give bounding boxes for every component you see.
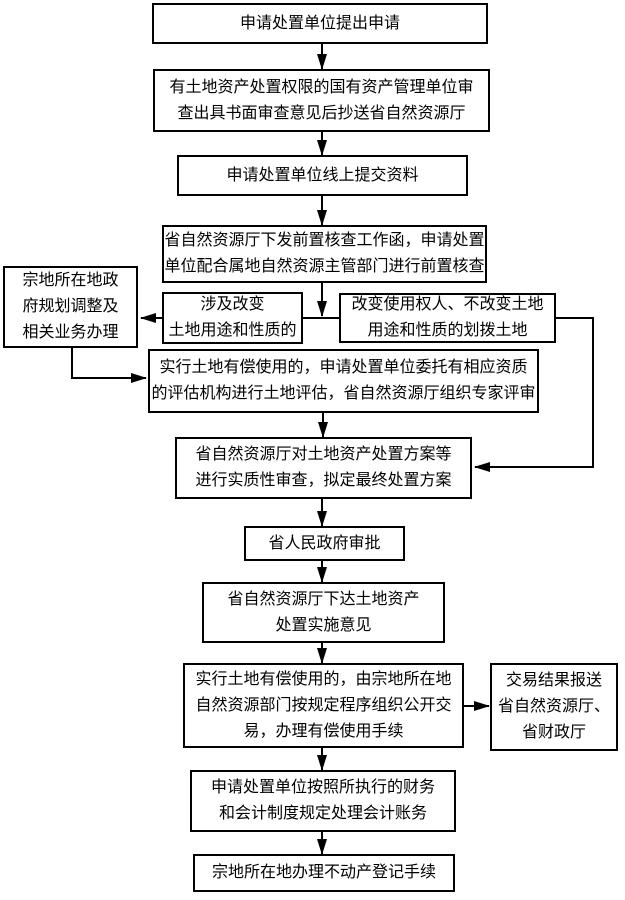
node-online-submit: 申请处置单位线上提交资料 <box>177 155 468 196</box>
node-local-planning: 宗地所在地政 府规划调整及 相关业务办理 <box>3 266 138 348</box>
node-provincial-approval: 省人民政府审批 <box>244 526 405 561</box>
node-no-change-allocated: 改变使用权人、不改变土地 用途和性质的划拨土地 <box>339 293 556 343</box>
node-property-registration: 宗地所在地办理不动产登记手续 <box>193 854 455 892</box>
node-state-asset-review: 有土地资产处置权限的国有资产管理单位审 查出具书面审查意见后抄送省自然资源厅 <box>153 69 490 132</box>
connector-planning-to-evaluation <box>71 348 147 383</box>
node-implementation-opinion: 省自然资源厅下达土地资产 处置实施意见 <box>202 582 445 643</box>
node-accounting: 申请处置单位按照所执行的财务 和会计制度规定处理会计账务 <box>190 770 456 832</box>
node-involve-change: 涉及改变 土地用途和性质的 <box>162 292 303 344</box>
node-substantive-review: 省自然资源厅对土地资产处置方案等 进行实质性审查，拟定最终处置方案 <box>175 437 472 499</box>
connector-nochange-to-substantive <box>474 317 594 472</box>
node-apply-request: 申请处置单位提出申请 <box>152 3 488 44</box>
node-public-trade: 实行土地有偿使用的，由宗地所在地 自然资源部门按规定程序组织公开交 易，办理有偿… <box>183 663 464 748</box>
node-pre-check: 省自然资源厅下发前置核查工作函，申请处置 单位配合属地自然资源主管部门进行前置核… <box>162 225 487 283</box>
node-trade-result-report: 交易结果报送 省自然资源厅、 省财政厅 <box>490 663 618 751</box>
node-land-evaluation: 实行土地有偿使用的，申请处置单位委托有相应资质 的评估机构进行土地评估，省自然资… <box>148 349 539 413</box>
